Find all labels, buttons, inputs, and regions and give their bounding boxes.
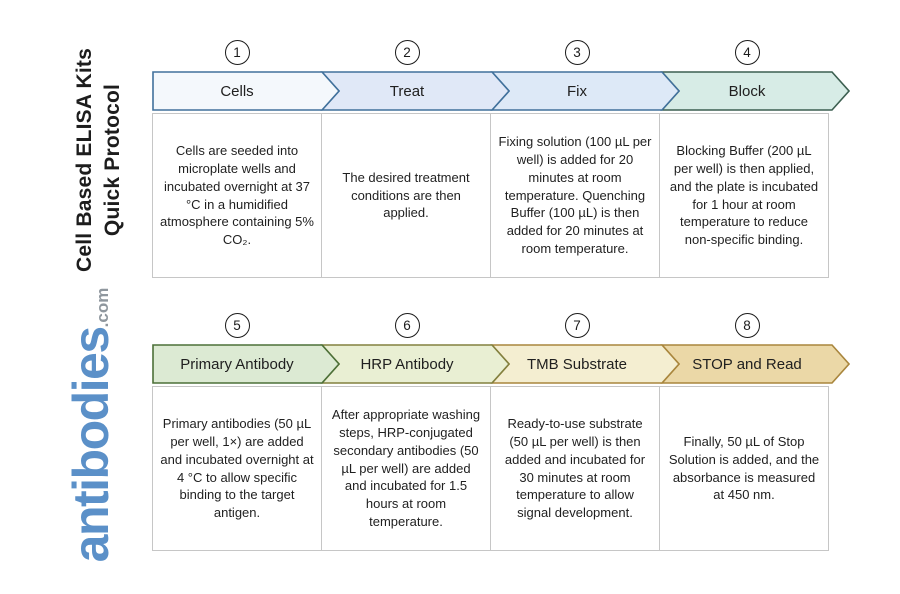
arrow-banner-cells (152, 71, 341, 111)
antibodies-logo: antibodies.com (62, 266, 132, 584)
arrow-banner-row: Cells Treat Fix Block (152, 71, 850, 111)
arrow-banner-primary-antibody (152, 344, 341, 384)
description-box-row: Primary antibodies (50 µL per well, 1×) … (152, 386, 832, 551)
arrow-banner-svg (152, 344, 850, 384)
step-label: STOP and Read (692, 355, 802, 373)
step-label: Block (728, 82, 766, 100)
description-box-row: Cells are seeded into microplate wells a… (152, 113, 832, 278)
step-description: After appropriate washing steps, HRP-con… (331, 406, 481, 530)
step-description: Blocking Buffer (200 µL per well) is the… (669, 142, 819, 248)
step-description: The desired treatment conditions are the… (342, 169, 470, 221)
step-number-badge: 7 (564, 313, 590, 338)
arrow-banner-svg (152, 71, 850, 111)
step-number: 4 (743, 45, 751, 60)
step-number-row: 5 6 7 8 (152, 313, 832, 339)
step-description-box: Primary antibodies (50 µL per well, 1×) … (152, 386, 322, 551)
step-number-row: 1 2 3 4 (152, 40, 832, 66)
step-number-badge: 1 (224, 40, 250, 65)
step-label: Primary Antibody (180, 355, 294, 373)
step-label: TMB Substrate (526, 355, 628, 373)
step-description-box: Blocking Buffer (200 µL per well) is the… (659, 113, 829, 278)
step-number: 6 (403, 318, 411, 333)
protocol-title-line2: Quick Protocol (100, 83, 124, 237)
step-number: 5 (233, 318, 241, 333)
step-number-badge: 8 (734, 313, 760, 338)
step-description-box: Finally, 50 µL of Stop Solution is added… (659, 386, 829, 551)
step-description-box: The desired treatment conditions are the… (321, 113, 491, 278)
step-description: Ready-to-use substrate (50 µL per well) … (504, 415, 646, 521)
step-description-box: After appropriate washing steps, HRP-con… (321, 386, 491, 551)
protocol-row-bottom: 5 6 7 8 Primary Antibody HRP Antibody TM… (152, 313, 852, 551)
step-description: Fixing solution (100 µL per well) is add… (498, 133, 652, 257)
step-number: 1 (233, 45, 241, 60)
logo-wordmark: antibodies (63, 327, 119, 563)
step-label: Cells (220, 82, 254, 100)
protocol-title: Cell Based ELISA Kits Quick Protocol (71, 35, 129, 285)
arrow-banner-row: Primary Antibody HRP Antibody TMB Substr… (152, 344, 850, 384)
step-number-badge: 5 (224, 313, 250, 338)
step-number-badge: 3 (564, 40, 590, 65)
step-description-box: Cells are seeded into microplate wells a… (152, 113, 322, 278)
step-description-box: Fixing solution (100 µL per well) is add… (490, 113, 660, 278)
step-label: HRP Antibody (360, 355, 454, 373)
step-number: 8 (743, 318, 751, 333)
step-number: 7 (573, 318, 581, 333)
step-number: 2 (403, 45, 411, 60)
step-number-badge: 2 (394, 40, 420, 65)
logo-domain-suffix: .com (93, 287, 112, 328)
step-label: Treat (389, 82, 425, 100)
protocol-row-top: 1 2 3 4 Cells Treat Fix Block Cells are … (152, 40, 852, 278)
step-description: Cells are seeded into microplate wells a… (160, 142, 314, 248)
step-number-badge: 6 (394, 313, 420, 338)
step-description: Primary antibodies (50 µL per well, 1×) … (160, 415, 314, 521)
step-description: Finally, 50 µL of Stop Solution is added… (668, 433, 820, 503)
step-number: 3 (573, 45, 581, 60)
step-label: Fix (567, 82, 587, 100)
protocol-title-line1: Cell Based ELISA Kits (73, 48, 96, 272)
step-number-badge: 4 (734, 40, 760, 65)
step-description-box: Ready-to-use substrate (50 µL per well) … (490, 386, 660, 551)
